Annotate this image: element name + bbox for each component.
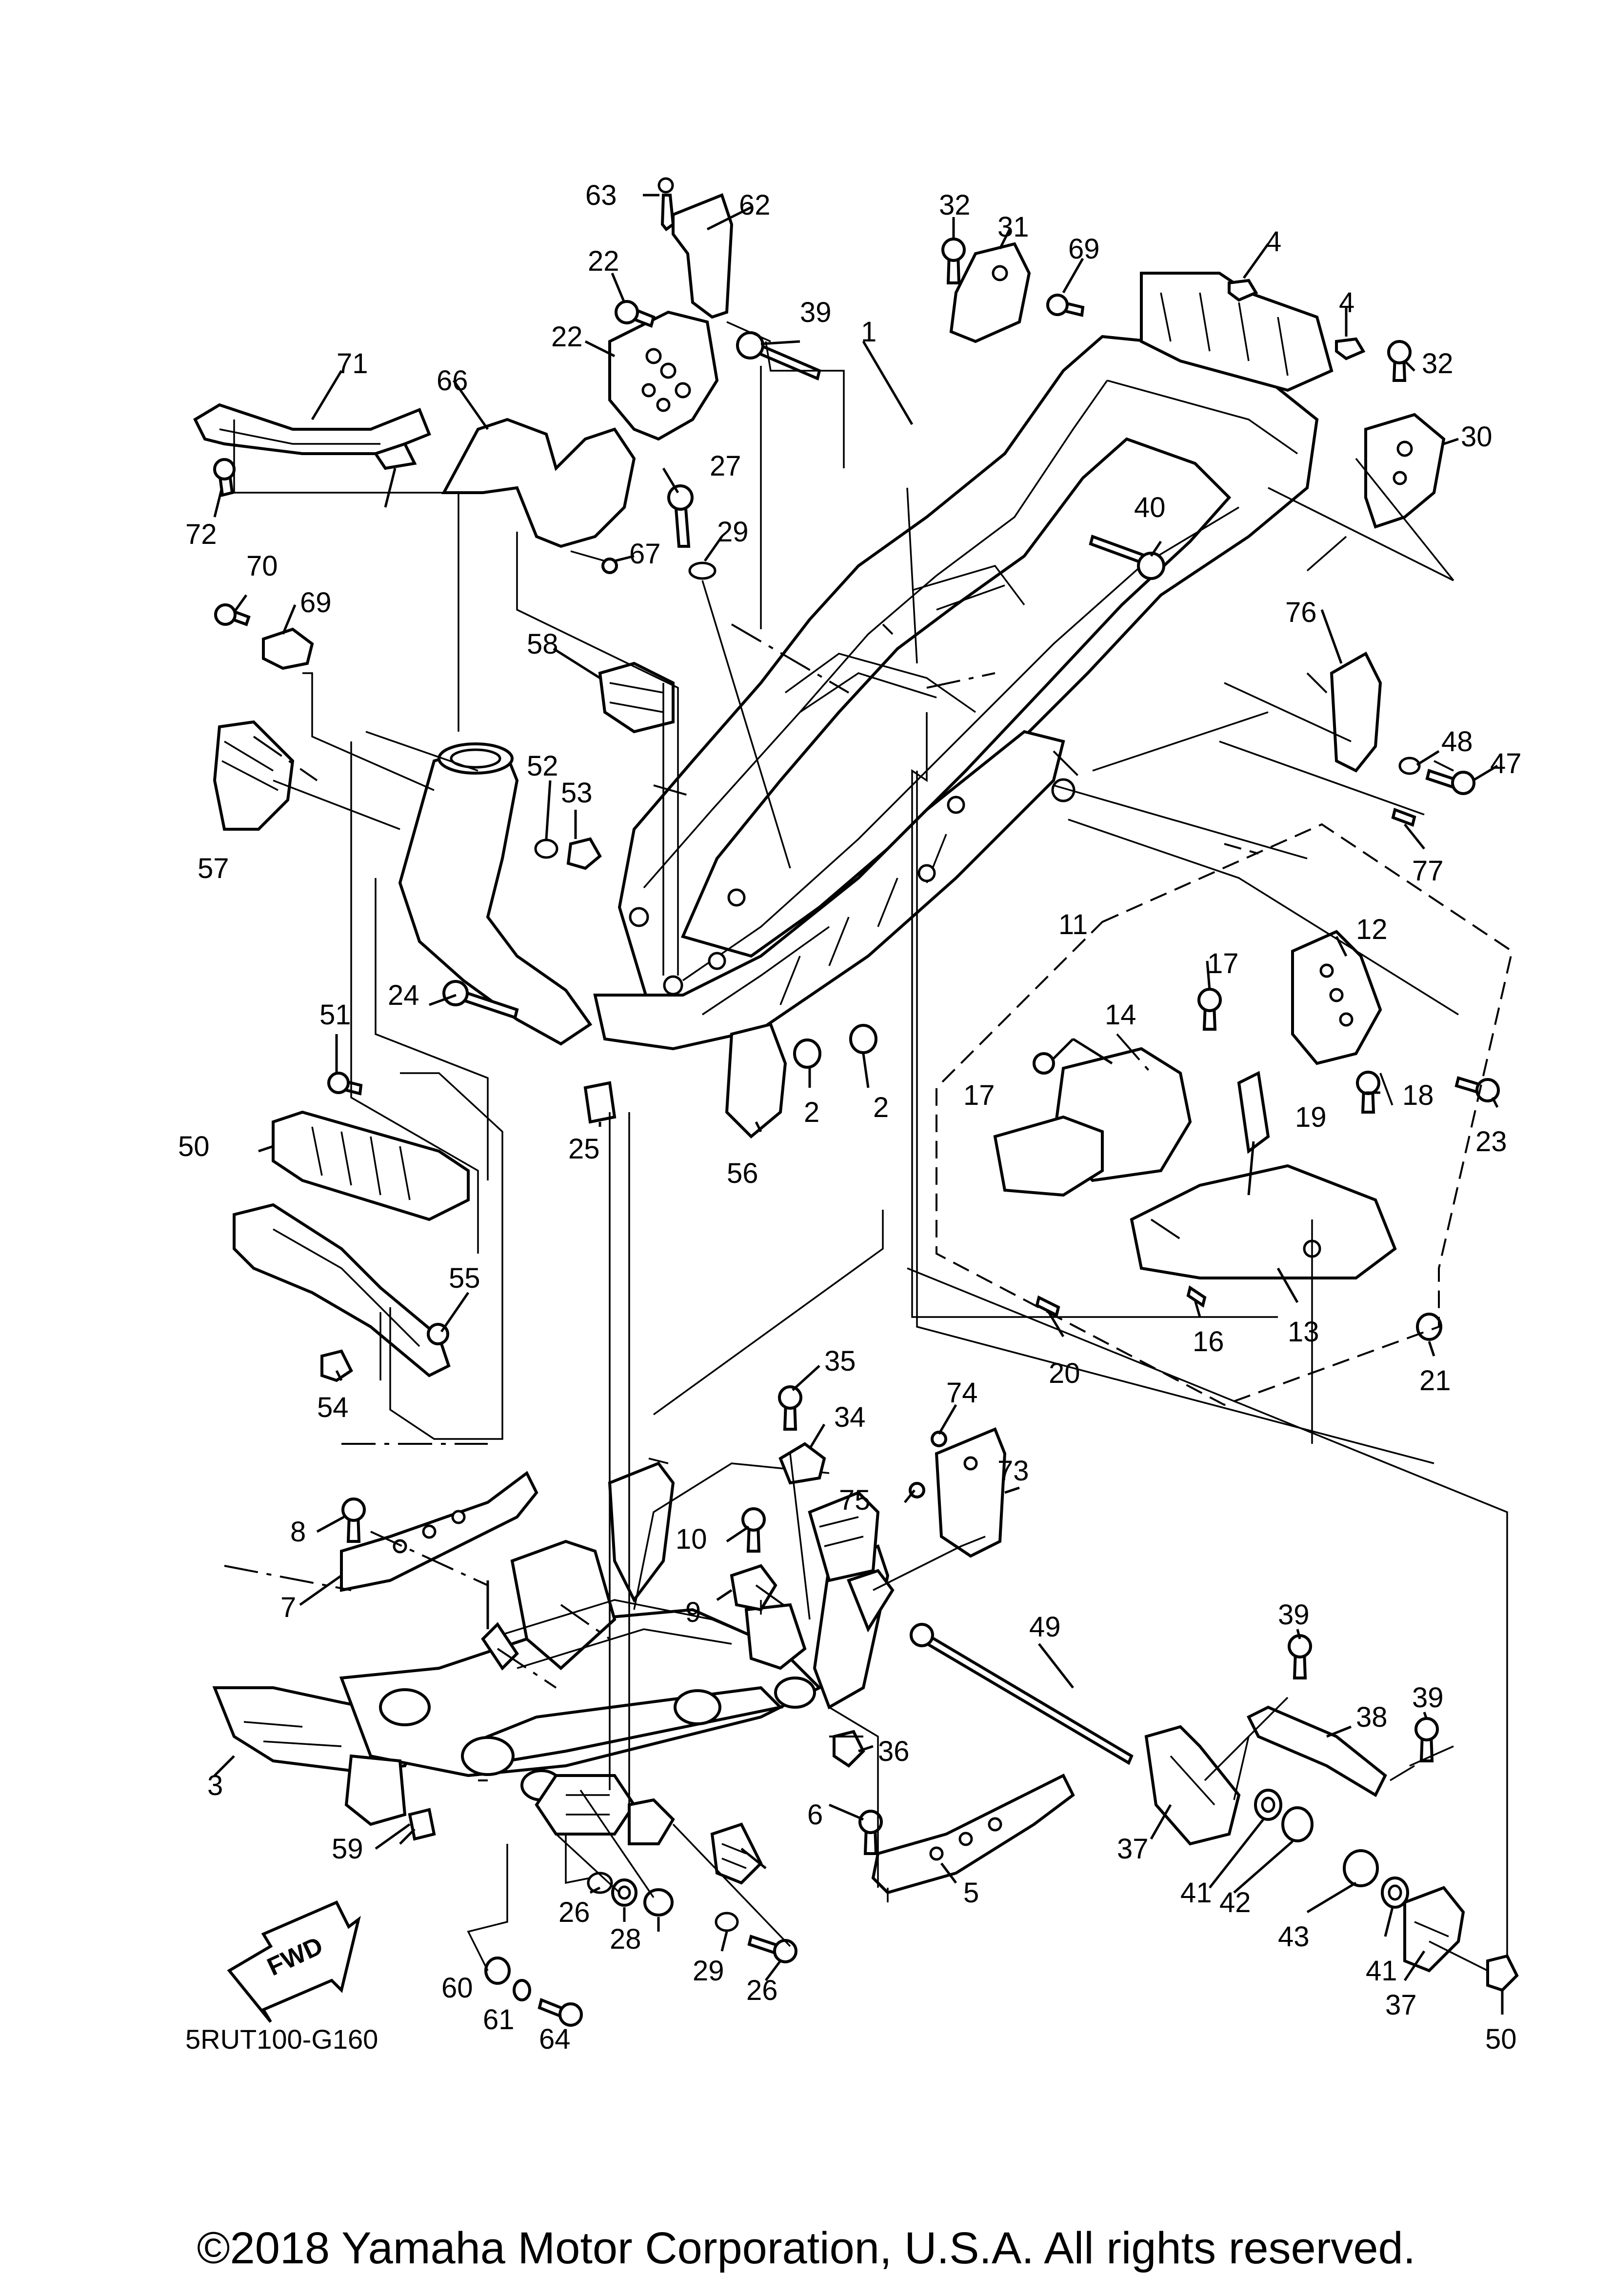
callout-40: 39 — [800, 297, 832, 328]
callout-2: 2 — [804, 1097, 819, 1128]
lower-subframe — [212, 1461, 895, 1845]
callout-67: 72 — [185, 519, 217, 550]
callout-69b: 75 — [839, 1484, 871, 1516]
callout-40b: 40 — [1134, 492, 1166, 523]
callout-24: 25 — [568, 1133, 600, 1165]
callout-25: 26 — [558, 1897, 590, 1928]
callout-37: 37 — [1117, 1833, 1149, 1865]
callout-47: 50 — [1485, 2023, 1517, 2055]
callout-3: 3 — [207, 1770, 223, 1801]
callout-65: 70 — [246, 550, 278, 582]
callout-58: 60 — [441, 1972, 473, 2004]
callout-66: 71 — [337, 348, 368, 379]
callout-15: 16 — [1193, 1326, 1224, 1358]
leader-lines — [213, 194, 1513, 2015]
callout-11: 11 — [1058, 909, 1088, 940]
callout-62: 67 — [629, 538, 661, 570]
callout-5: 5 — [963, 1877, 979, 1909]
callout-32: 32 — [939, 189, 971, 221]
callout-23: 24 — [388, 979, 419, 1011]
main-frame — [398, 272, 1334, 1051]
callout-17: 17 — [1207, 948, 1239, 979]
callout-60: 64 — [539, 2023, 571, 2055]
callout-12: 12 — [1356, 914, 1388, 945]
callout-10: 10 — [676, 1523, 707, 1555]
callout-44: 47 — [1490, 748, 1522, 779]
callout-70: 76 — [1285, 597, 1317, 628]
callout-29b: 29 — [693, 1955, 724, 1987]
callout-43: 43 — [1278, 1921, 1310, 1953]
callout-19: 20 — [1049, 1358, 1080, 1389]
callout-31: 31 — [997, 211, 1029, 243]
callout-71: 77 — [1412, 855, 1444, 887]
callout-27: 27 — [710, 450, 741, 482]
callout-57: 59 — [332, 1833, 363, 1865]
callout-35: 36 — [878, 1736, 910, 1767]
callout-61: 66 — [437, 365, 468, 397]
diagram-code: 5RUT100-G160 — [185, 2024, 378, 2055]
callout-14: 14 — [1105, 999, 1136, 1031]
callout-17b: 18 — [1402, 1079, 1434, 1111]
callout-1: 1 — [861, 316, 876, 348]
callout-52: 54 — [317, 1392, 349, 1423]
callout-22: 22 — [588, 245, 619, 277]
callout-18: 19 — [1295, 1101, 1327, 1133]
callout-22b: 23 — [1475, 1126, 1507, 1158]
callout-29: 29 — [717, 516, 749, 548]
callout-64: 69 — [300, 587, 332, 619]
callout-59: 61 — [483, 2004, 515, 2036]
callout-51: 53 — [561, 777, 593, 809]
callout-63: 69 — [1068, 233, 1100, 265]
callout-41b: 41 — [1366, 1955, 1397, 1987]
callout-41: 41 — [1180, 1877, 1212, 1909]
callout-36: 37 — [1385, 1989, 1417, 2021]
callout-numbers: 63 62 22 22 39 1 32 31 69 4 4 32 30 27 2… — [178, 180, 1522, 2055]
callout-42: 42 — [1219, 1887, 1251, 1918]
callout-7: 7 — [280, 1592, 296, 1623]
callout-54: 56 — [727, 1158, 758, 1189]
callout-20: 21 — [1419, 1365, 1451, 1397]
callout-50: 52 — [527, 750, 558, 782]
callout-53: 55 — [449, 1262, 480, 1294]
callout-38: 38 — [1356, 1701, 1388, 1733]
callout-26: 26 — [746, 1975, 778, 2006]
small-parts — [193, 177, 1519, 2027]
copyright-notice: ©2018 Yamaha Motor Corporation, U.S.A. A… — [197, 2223, 1415, 2273]
callout-45: 48 — [1441, 726, 1473, 758]
callout-72: 62 — [739, 189, 771, 221]
callout-56: 58 — [527, 628, 558, 660]
callout-48: 50 — [178, 1131, 210, 1162]
callout-39: 39 — [1278, 1599, 1310, 1631]
callout-55: 57 — [198, 853, 229, 884]
callout-39b: 39 — [1412, 1682, 1444, 1714]
callout-73: 63 — [585, 180, 617, 211]
callout-16: 17 — [963, 1079, 995, 1111]
callout-9: 9 — [685, 1597, 701, 1628]
callout-28: 28 — [610, 1923, 641, 1955]
callout-4b: 4 — [1339, 287, 1354, 319]
callout-8: 8 — [290, 1516, 306, 1548]
callout-34: 35 — [824, 1345, 856, 1377]
callout-33: 34 — [834, 1401, 866, 1433]
callout-49: 51 — [319, 999, 351, 1031]
fwd-arrow: FWD — [227, 1900, 361, 2023]
callout-4: 4 — [1266, 226, 1281, 258]
callout-69: 74 — [946, 1377, 978, 1409]
callout-2b: 2 — [873, 1092, 889, 1123]
callout-30: 30 — [1461, 421, 1493, 453]
callout-68: 73 — [997, 1455, 1029, 1487]
callout-6: 6 — [807, 1799, 823, 1831]
callout-46: 49 — [1029, 1611, 1061, 1643]
callout-32b: 32 — [1422, 348, 1454, 379]
callout-21: 22 — [551, 321, 583, 353]
callout-13: 13 — [1288, 1316, 1319, 1348]
